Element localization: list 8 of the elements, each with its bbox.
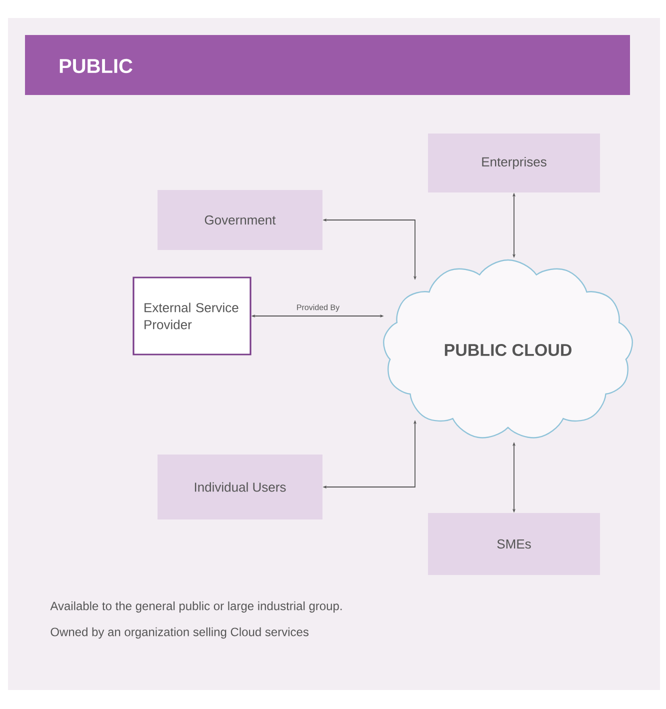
title-band: PUBLIC (25, 35, 630, 95)
note-text: Available to the general public or large industrial group. (50, 601, 342, 613)
category-box: Enterprises (428, 134, 600, 192)
provider-box: External Service Provider (132, 276, 252, 356)
note-text: Owned by an organization selling Cloud services (50, 627, 308, 639)
category-box: Government (158, 190, 322, 250)
category-box: Individual Users (158, 454, 322, 520)
category-box: SMEs (428, 513, 600, 575)
